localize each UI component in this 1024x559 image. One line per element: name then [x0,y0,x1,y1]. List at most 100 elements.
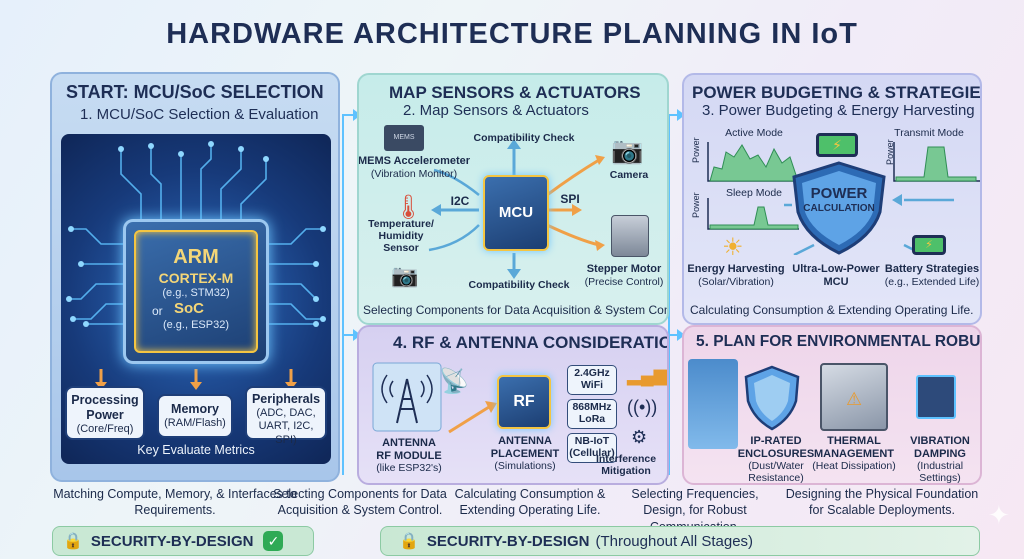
panel1-subheading: 1. MCU/SoC Selection & Evaluation [80,106,319,123]
thermal-detail: (Heat Dissipation) [812,460,896,473]
harvest-detail: (Solar/Vibration) [698,275,774,288]
band-lora-proto: LoRa [578,412,606,425]
band-wifi-freq: 2.4GHz [574,367,610,379]
chip-arch: ARM [173,246,219,268]
ip-label: IP-RATED ENCLOSURES(Dust/Water Resistanc… [736,435,816,485]
metric-processing: Processing Power (Core/Freq) [65,386,145,440]
bottom-caption-5: Designing the Physical Foundation for Sc… [785,487,979,518]
motor-detail: (Precise Control) [584,275,664,288]
spi-label: SPI [560,192,580,206]
rf-chip: RF [497,375,551,429]
battery-icon: ⚡ [912,235,946,255]
panel2-heading: MAP SENSORS & ACTUATORS [389,83,641,102]
lock-icon-left: 🔒 [63,533,83,550]
mems-label: MEMS Accelerometer(Vibration Monitor) [359,155,474,180]
transmit-mode-label: Transmit Mode [894,127,964,139]
power-calc-title: POWER [810,185,868,202]
panel3-footer: Calculating Consumption & Extending Oper… [690,303,974,317]
security-bar-left: 🔒 SECURITY-BY-DESIGN ✓ [52,526,314,556]
security-right-label: SECURITY-BY-DESIGN [426,532,590,550]
compat-top: Compatibility Check [473,132,575,144]
panel3-heading: POWER BUDGETING & STRATEGIES [692,83,982,102]
chip-or: or [152,304,163,318]
motor-title: Stepper Motor [586,263,662,275]
chip-soc: SoC [174,300,204,317]
transmit-mode-chart [893,142,980,182]
security-right-rest: (Throughout All Stages) [595,532,754,550]
active-mode-chart [707,142,799,182]
thermometer-icon: 🌡 [393,194,424,221]
panel-mcu-selection: START: MCU/SoC SELECTION 1. MCU/SoC Sele… [50,72,340,482]
sleep-mode-chart [707,198,799,230]
placement-sub: PLACEMENT [490,447,560,460]
ulp-title: Ultra-Low-Power [792,263,880,275]
camera-icon-left: 📷 [391,263,419,288]
sleep-axis-label: Power [690,192,701,218]
battery-detail: (e.g., Extended Life) [884,275,980,288]
panel4-heading: 4. RF & ANTENNA CONSIDERATIONS [393,333,669,352]
sensor-connectors [428,139,605,279]
water-splash-icon [688,359,738,449]
solar-icon: ☀ [722,234,744,261]
ip-detail: (Dust/Water Resistance) [748,460,804,485]
panel2-subheading: 2. Map Sensors & Actuators [403,102,589,119]
i2c-label: I2C [450,194,470,208]
mcu-chip-small: MCU [483,175,549,251]
circuit-traces [66,141,326,390]
sleep-mode-label: Sleep Mode [725,187,783,199]
panel3-subheading: 3. Power Budgeting & Energy Harvesting [702,102,975,119]
ip-shield-icon [744,365,800,431]
antenna-detail: (like ESP32's) [376,462,442,475]
mcu-chip: ARM CORTEX-M (e.g., STM32) or SoC (e.g.,… [123,219,269,364]
band-wifi-proto: WiFi [580,378,604,391]
security-left-label: SECURITY-BY-DESIGN [90,532,254,550]
harvest-title: Energy Harvesting [687,263,785,275]
signal-bars-icon: ▂▄▆ [627,365,668,385]
warning-icon: ⚠ [846,389,863,409]
panel2-footer: Selecting Components for Data Acquisitio… [363,303,669,317]
power-calc-sub: CALCULATION [803,203,875,214]
placement-detail: (Simulations) [494,460,556,473]
bottom-caption-1: Matching Compute, Memory, & Interfaces t… [53,487,297,518]
antenna-sub: RF MODULE [376,449,442,462]
security-bar-right: 🔒 SECURITY-BY-DESIGN (Throughout All Sta… [380,526,980,556]
bottom-caption-3: Calculating Consumption & Extending Oper… [454,487,606,518]
motor-label: Stepper Motor(Precise Control) [574,263,667,288]
active-axis-label: Power [690,137,701,163]
vibration-title: VIBRATION DAMPING [910,435,970,460]
metric-peripherals: Peripherals (ADC, DAC, UART, I2C, SPI) [245,386,327,446]
sparkle-icon: ✦ [988,500,1010,530]
chip-core-example: (e.g., STM32) [162,287,230,299]
chip-core: CORTEX-M [158,270,234,286]
vibration-label: VIBRATION DAMPING(Industrial Settings) [900,435,980,485]
temp-sensor-label: Temperature/ Humidity Sensor [368,218,434,255]
vibration-chip-icon [916,375,956,419]
check-icon: ✓ [263,531,284,551]
battery-charge-icon: ⚡ [816,133,858,157]
placement-title: ANTENNA [498,435,552,447]
chip-board: ARM CORTEX-M (e.g., STM32) or SoC (e.g.,… [61,134,331,464]
wireless-icon: ((•)) [627,397,658,417]
band-lora-freq: 868MHz [572,401,612,413]
mems-chip-icon: MEMS [384,125,424,151]
gear-icon: ⚙ [631,427,648,447]
battery-label: Battery Strategies(e.g., Extended Life) [880,263,980,288]
mems-detail: (Vibration Monitor) [370,167,458,180]
band-nbiot-freq: NB-IoT [574,435,610,447]
rf-arrows [448,401,497,434]
vibration-detail: (Industrial Settings) [916,460,964,485]
bottom-caption-4: Selecting Frequencies, Design, for Robus… [631,487,759,534]
stepper-motor-icon [611,215,649,257]
metric-memory: Memory (RAM/Flash) [157,394,233,438]
panel-environmental: 5. PLAN FOR ENVIRONMENTAL ROBUSTNESS IP-… [682,325,982,485]
interference-label: Interference Mitigation [595,453,657,478]
metrics-caption: Key Evaluate Metrics [137,443,255,457]
flow-arrow-right [668,109,685,475]
camera-label: Camera [609,169,649,181]
